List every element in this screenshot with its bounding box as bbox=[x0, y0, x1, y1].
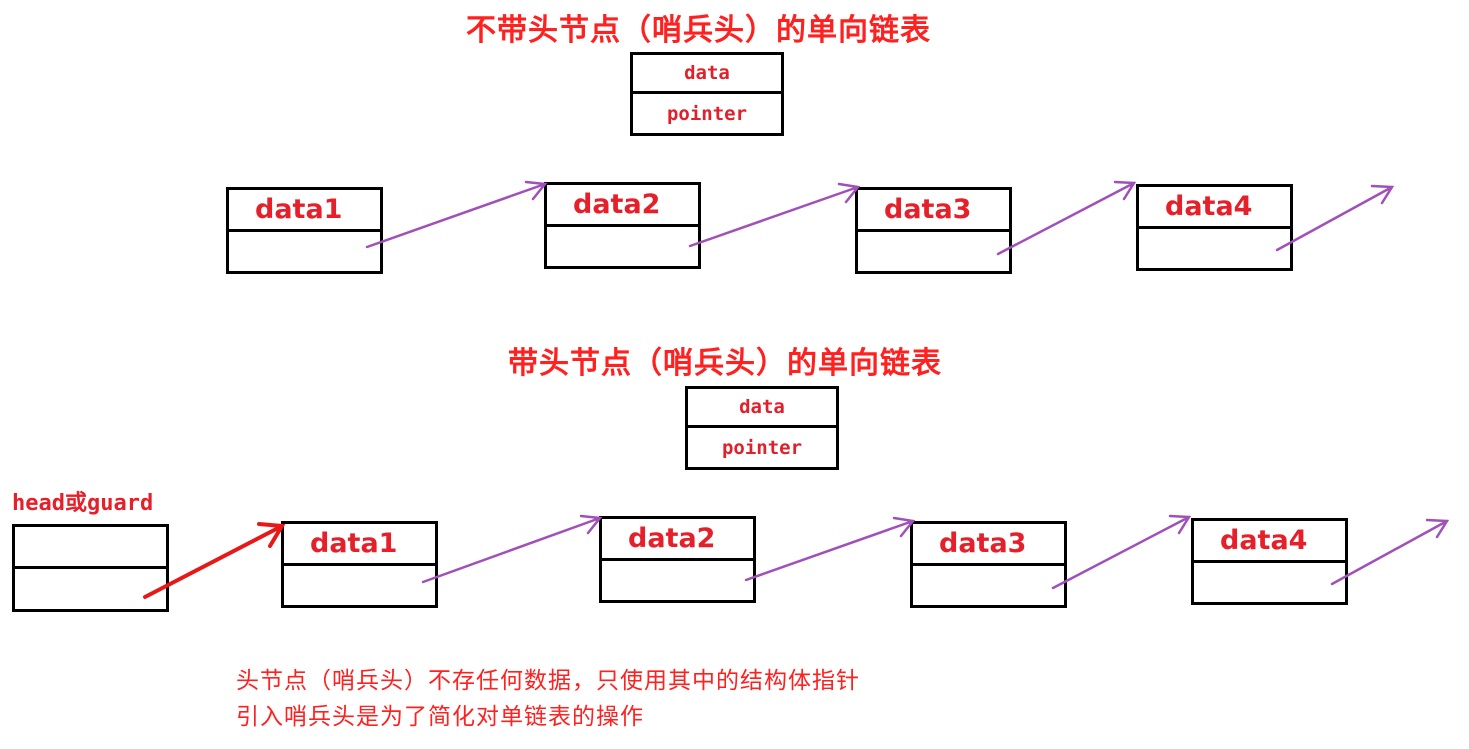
node-pointer-field bbox=[858, 232, 1009, 274]
head-node-label: head或guard bbox=[12, 491, 154, 516]
diagram2-node-4: data4 bbox=[1191, 518, 1348, 605]
diagram2-head-node bbox=[12, 524, 169, 612]
head-pointer-field bbox=[15, 569, 166, 611]
note-line-2: 引入哨兵头是为了简化对单链表的操作 bbox=[236, 704, 644, 730]
node-data-field: data4 bbox=[1139, 187, 1290, 229]
diagram1-title: 不带头节点（哨兵头）的单向链表 bbox=[466, 13, 931, 48]
legend-data-label: data bbox=[633, 55, 781, 94]
diagram1-node-4: data4 bbox=[1136, 184, 1293, 271]
arrow-d2-node2-to-node3 bbox=[744, 516, 916, 582]
diagram1-node-1: data1 bbox=[226, 187, 383, 274]
diagram1-node-legend: data pointer bbox=[630, 52, 784, 136]
node-pointer-field bbox=[229, 232, 380, 274]
legend-pointer-label: pointer bbox=[666, 102, 748, 125]
arrow-node3-to-node4 bbox=[996, 180, 1137, 256]
node-data-field: data3 bbox=[858, 190, 1009, 232]
node-data-field: data3 bbox=[913, 524, 1064, 566]
node-data-field: data1 bbox=[229, 190, 380, 232]
node-data-field: data1 bbox=[284, 524, 435, 566]
node-pointer-field bbox=[1194, 563, 1345, 605]
node-pointer-field bbox=[547, 227, 698, 269]
node-data-field: data2 bbox=[547, 185, 698, 227]
legend-pointer-label: pointer bbox=[721, 436, 803, 459]
diagram2-node-legend: data pointer bbox=[685, 386, 839, 470]
arrow-d2-node4-to-null bbox=[1330, 518, 1450, 586]
diagram2-node-3: data3 bbox=[910, 521, 1067, 608]
legend-data-label: data bbox=[688, 389, 836, 428]
diagram2-node-1: data1 bbox=[281, 521, 438, 608]
arrow-node2-to-node3 bbox=[688, 182, 861, 248]
diagram2-node-2: data2 bbox=[599, 516, 756, 603]
note-line-1: 头节点（哨兵头）不存任何数据，只使用其中的结构体指针 bbox=[236, 668, 860, 694]
node-pointer-field bbox=[913, 566, 1064, 608]
node-data-field: data4 bbox=[1194, 521, 1345, 563]
node-pointer-field bbox=[1139, 229, 1290, 271]
arrow-d2-node3-to-node4 bbox=[1051, 514, 1192, 590]
node-data-field: data2 bbox=[602, 519, 753, 561]
head-empty-data-field bbox=[15, 527, 166, 569]
diagram1-node-3: data3 bbox=[855, 187, 1012, 274]
diagram1-node-2: data2 bbox=[544, 182, 701, 269]
arrow-node1-to-node2 bbox=[365, 180, 548, 249]
arrow-d2-node1-to-node2 bbox=[421, 514, 603, 584]
diagram2-title: 带头节点（哨兵头）的单向链表 bbox=[508, 346, 942, 381]
node-pointer-field bbox=[284, 566, 435, 608]
node-pointer-field bbox=[602, 561, 753, 603]
arrow-node4-to-null bbox=[1275, 184, 1395, 252]
